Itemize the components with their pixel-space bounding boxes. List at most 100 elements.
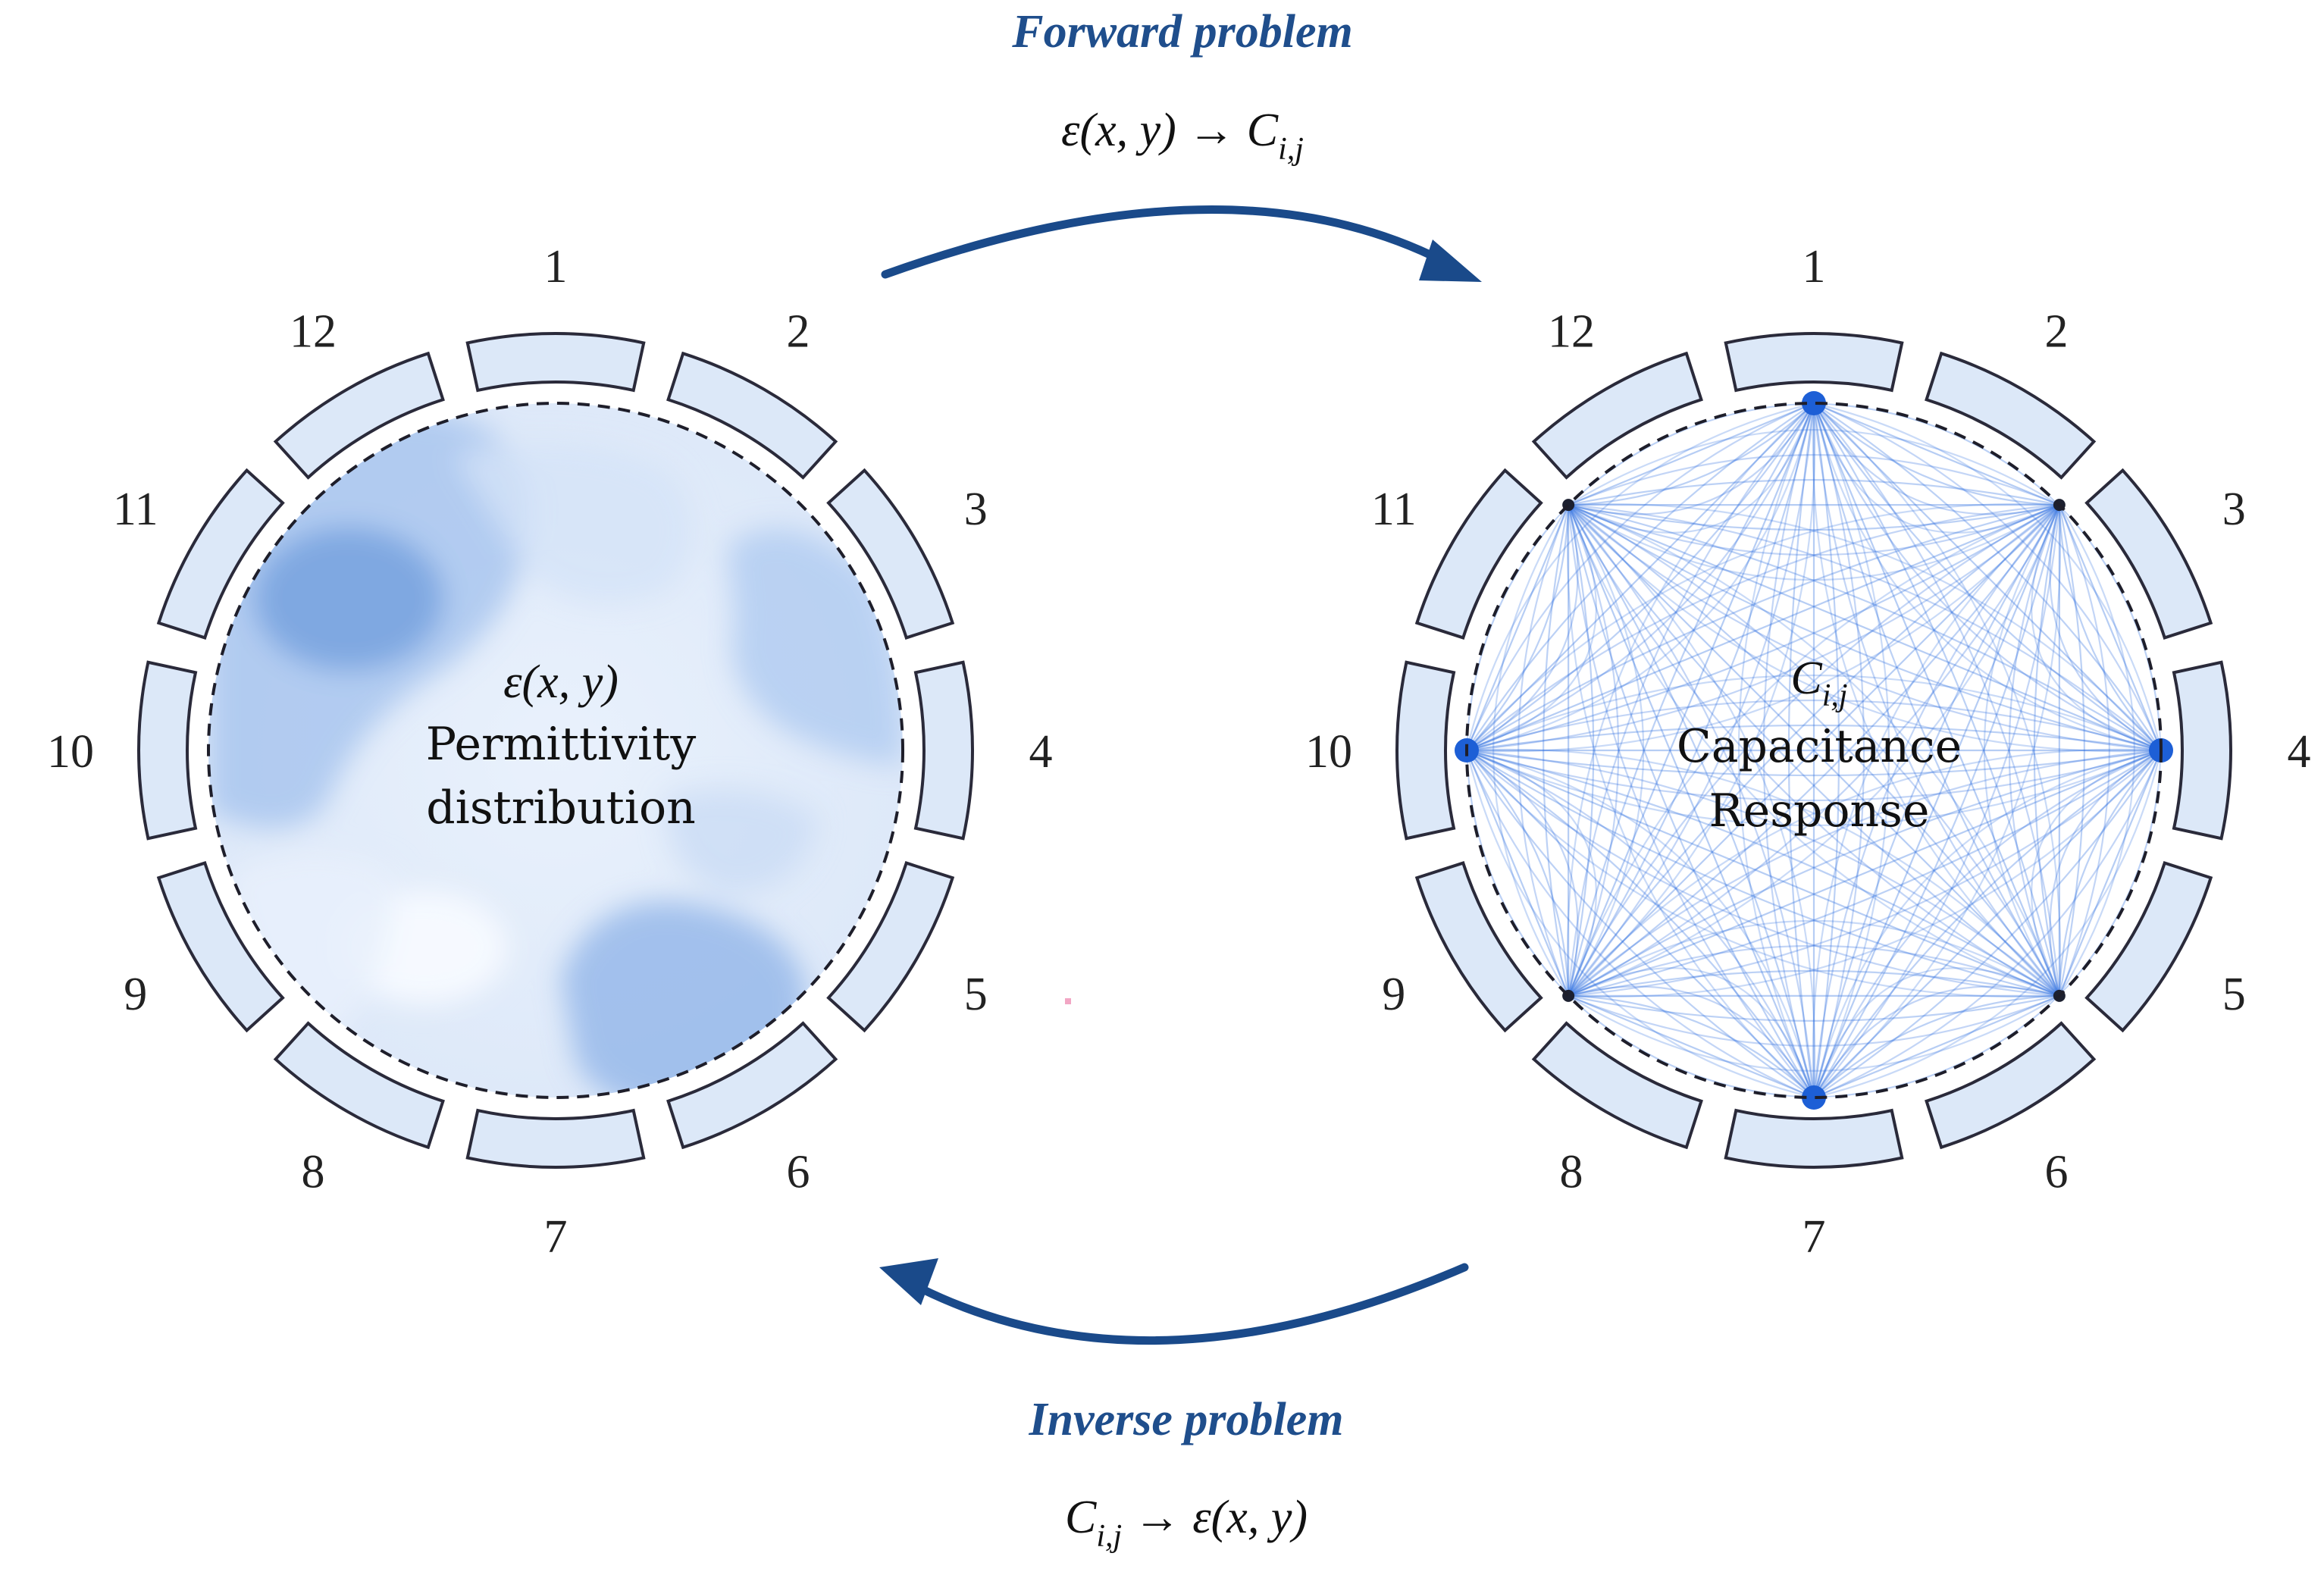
right-electrode-label-8: 8 — [1560, 1146, 1583, 1198]
left-electrode-3 — [826, 468, 955, 640]
field-line — [1467, 504, 2060, 753]
forward-arrow-head — [1419, 240, 1482, 282]
field-line — [2058, 504, 2085, 997]
right-center-sub: i,j — [1822, 678, 1848, 713]
field-line — [1812, 403, 2060, 997]
field-line — [1812, 403, 2060, 997]
field-line — [1467, 750, 1579, 997]
field-line — [1568, 504, 1815, 1098]
field-line — [1467, 504, 1570, 751]
field-line — [1568, 919, 2060, 997]
field-line — [1568, 504, 2161, 752]
field-line — [1568, 429, 2060, 506]
field-line — [1467, 403, 1815, 752]
field-line — [1812, 403, 1865, 1098]
field-line — [1568, 994, 2060, 1072]
field-line — [1813, 403, 2161, 751]
right-electrode-label-12: 12 — [1548, 306, 1595, 358]
field-line — [1812, 967, 2060, 1098]
left-electrode-label-5: 5 — [964, 969, 988, 1020]
inverse-formula: Ci,j → ε(x, y) — [1065, 1492, 1308, 1554]
right-electrode-label-6: 6 — [2045, 1146, 2069, 1198]
field-line — [1568, 750, 2161, 998]
field-line — [1568, 504, 1815, 1098]
right-electrode-12 — [1531, 351, 1703, 480]
right-electrode-4 — [2172, 660, 2233, 841]
right-label-line2: Response — [1709, 784, 1930, 838]
left-electrode-label-2: 2 — [787, 306, 810, 358]
field-line — [2033, 504, 2060, 997]
field-line — [1568, 505, 1815, 1098]
field-line — [1813, 750, 2161, 1098]
field-line — [1467, 750, 1815, 1098]
left-electrode-label-11: 11 — [113, 484, 158, 535]
right-electrode-7 — [1724, 1108, 1904, 1170]
left-electrode-label-1: 1 — [544, 241, 568, 293]
permittivity-field — [208, 403, 903, 1098]
field-line — [1812, 403, 2060, 534]
field-line — [2058, 750, 2161, 997]
field-line — [1467, 749, 1597, 997]
right-electrode-6 — [1925, 1021, 2097, 1150]
field-line — [1568, 504, 2060, 997]
field-line — [1568, 504, 2060, 997]
field-line — [1566, 403, 1815, 996]
field-line — [1813, 403, 2161, 751]
field-line — [1517, 504, 1570, 997]
field-line — [1568, 504, 2060, 997]
right-electrode-3 — [2084, 468, 2213, 640]
field-line — [1467, 749, 1815, 1098]
right-inner-boundary — [1465, 402, 2163, 1099]
field-line — [1568, 403, 1815, 506]
left-electrode-label-3: 3 — [964, 484, 988, 535]
pink-dot — [1065, 998, 1071, 1004]
field-line — [1812, 504, 2060, 1098]
right-electrode-ring — [1395, 331, 2233, 1170]
right-electrode-5 — [2084, 861, 2213, 1033]
left-electrode-5 — [826, 861, 955, 1033]
field-line — [1812, 504, 2060, 1098]
field-line — [1467, 750, 2060, 997]
inverse-formula-sub: i,j — [1096, 1519, 1122, 1554]
forward-formula-main: ε(x, y) → C — [1061, 105, 1279, 156]
field-line — [1568, 504, 2060, 997]
field-line — [1467, 403, 1815, 751]
forward-arrow-icon — [881, 205, 1449, 279]
field-line — [1467, 749, 2161, 827]
left-electrode-label-9: 9 — [124, 969, 147, 1020]
left-electrode-6 — [666, 1021, 838, 1150]
field-line — [1737, 403, 1815, 1098]
field-line — [1813, 403, 2062, 996]
field-line — [1812, 403, 1890, 1098]
field-line — [1568, 504, 2161, 753]
field-line — [1568, 504, 2161, 751]
left-electrode-8 — [273, 1021, 445, 1150]
field-line — [1467, 749, 2060, 997]
right-electrode-label-10: 10 — [1305, 726, 1352, 778]
field-line — [1568, 504, 2060, 997]
left-electrode-label-7: 7 — [544, 1211, 568, 1263]
field-line — [1467, 750, 1815, 1098]
field-line — [1568, 504, 2060, 997]
field-line — [1812, 403, 2060, 997]
field-line — [1568, 403, 1815, 506]
left-electrode-1 — [465, 331, 646, 393]
forward-formula-sub: i,j — [1278, 132, 1304, 167]
field-line — [1467, 403, 1815, 751]
field-line — [1812, 749, 2161, 1098]
field-line — [1568, 504, 2060, 581]
field-line — [1568, 504, 2060, 997]
field-line — [1568, 504, 1645, 997]
field-line — [1467, 750, 1815, 1098]
field-line — [1812, 749, 2161, 1098]
field-line — [2058, 504, 2161, 751]
field-line — [1568, 504, 1816, 1098]
field-line — [1568, 994, 1815, 1098]
field-line — [1762, 403, 1815, 1098]
field-line — [1467, 403, 1815, 751]
field-line — [1568, 403, 1815, 997]
field-line — [1568, 504, 2161, 752]
field-line — [1813, 504, 2060, 1098]
field-line — [1568, 504, 2060, 531]
